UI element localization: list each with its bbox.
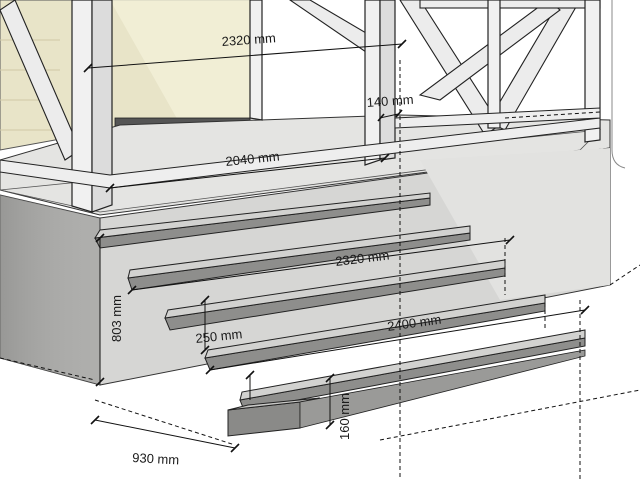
concrete-base [0,147,611,386]
dimension-labels: 2320 mm 140 mm 2040 mm 2320 mm 803 mm 25… [109,30,442,467]
step-rise-label: 160 mm [337,393,352,440]
stair-treads [94,192,586,437]
post-size-label: 140 mm [366,92,414,110]
inner-span-label: 2040 mm [225,148,280,169]
tread-5 [239,329,586,411]
step-width-label: 2320 mm [335,247,391,268]
porch-width-label: 2320 mm [221,30,276,49]
dimension-lines [83,39,590,453]
bottom-block [227,349,586,437]
landing-width-label: 2400 mm [386,312,442,334]
reference-lines [0,60,640,480]
tread-1 [94,192,431,249]
tread-depth-label: 250 mm [195,326,243,346]
front-rail [0,107,601,189]
run-length-label: 930 mm [132,450,180,467]
tread-2 [127,225,471,291]
downspout [611,0,626,169]
posts [71,0,601,213]
height-label: 803 mm [109,295,124,342]
